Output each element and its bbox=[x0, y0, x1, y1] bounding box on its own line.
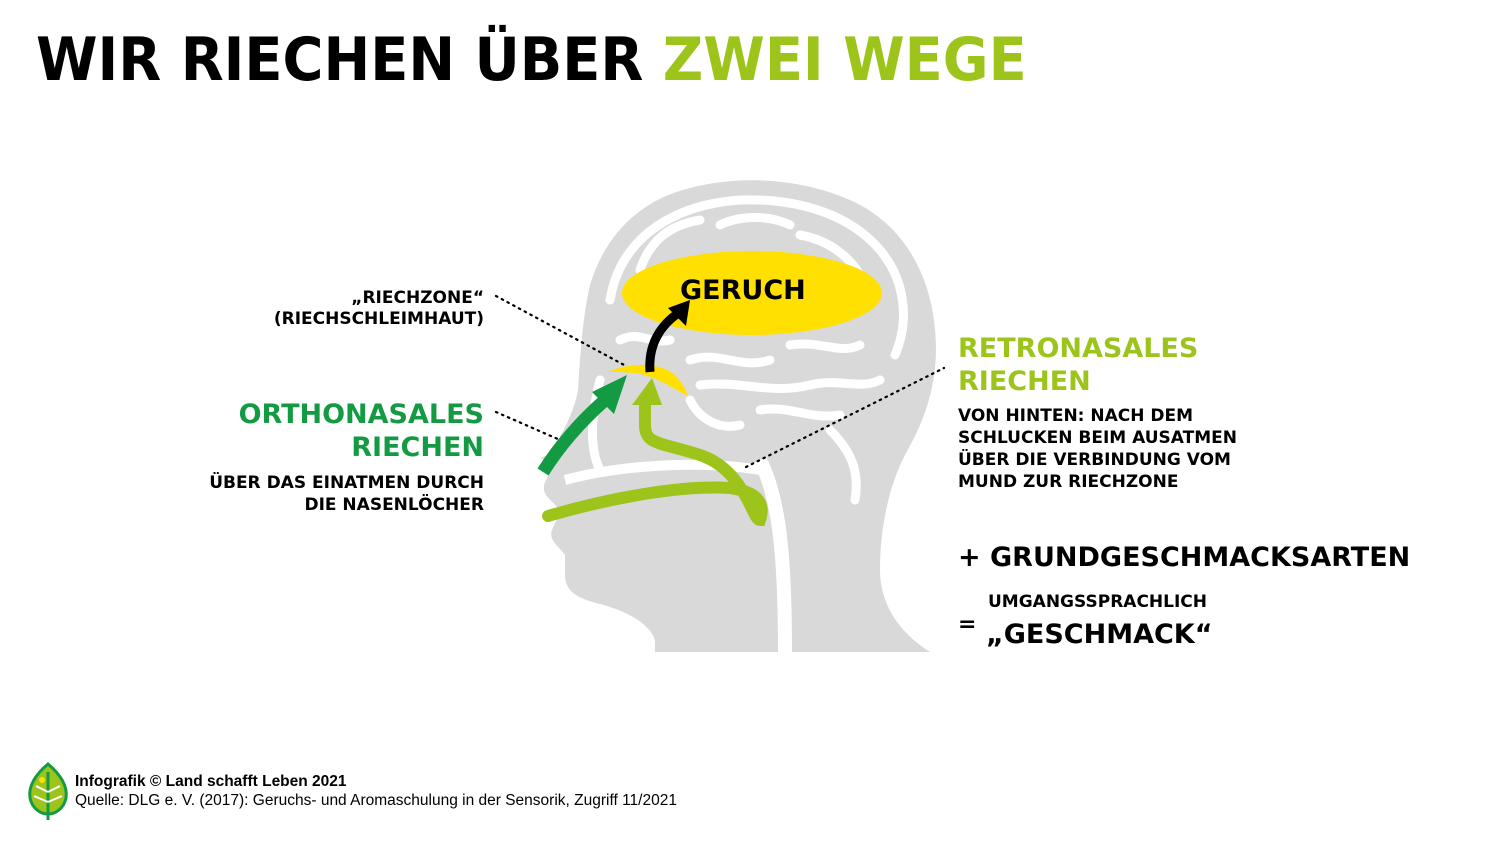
retronasal-path bbox=[542, 394, 768, 527]
geruch-label: GERUCH bbox=[680, 275, 806, 306]
umgangssprachlich-label: UMGANGSSPRACHLICH bbox=[988, 592, 1208, 612]
retronasal-desc-line1: VON HINTEN: NACH DEM bbox=[958, 406, 1194, 426]
retronasal-desc-line3: ÜBER DIE VERBINDUNG VOM bbox=[958, 450, 1231, 470]
riechzone-shape bbox=[608, 364, 688, 396]
footer-credit: Infografik © Land schafft Leben 2021 bbox=[75, 773, 347, 790]
retronasal-desc-line4: MUND ZUR RIECHZONE bbox=[958, 472, 1179, 492]
retronasal-description: VON HINTEN: NACH DEM SCHLUCKEN BEIM AUSA… bbox=[958, 405, 1237, 493]
retronasal-title-line1: RETRONASALES bbox=[958, 333, 1199, 364]
title-accent: ZWEI WEGE bbox=[662, 25, 1027, 95]
riechzone-line2: (RIECHSCHLEIMHAUT) bbox=[273, 309, 484, 329]
orthonasal-desc-line1: ÜBER DAS EINATMEN DURCH bbox=[209, 473, 484, 493]
retronasal-title-line2: RIECHEN bbox=[958, 366, 1091, 397]
orthonasal-desc-line2: DIE NASENLÖCHER bbox=[304, 495, 484, 515]
footer-source: Quelle: DLG e. V. (2017): Geruchs- und A… bbox=[75, 792, 677, 809]
page-title: WIR RIECHEN ÜBER ZWEI WEGE bbox=[36, 30, 1027, 90]
leaf-logo-icon bbox=[28, 762, 68, 820]
orthonasal-title: ORTHONASALES RIECHEN bbox=[150, 398, 484, 464]
orthonasal-title-line1: ORTHONASALES bbox=[238, 399, 484, 430]
grundgeschmacksarten-label: + GRUNDGESCHMACKSARTEN bbox=[958, 542, 1411, 573]
retronasal-title: RETRONASALES RIECHEN bbox=[958, 332, 1198, 398]
riechzone-label: „RIECHZONE“ (RIECHSCHLEIMHAUT) bbox=[200, 288, 484, 330]
footer: Infografik © Land schafft Leben 2021 Que… bbox=[75, 772, 677, 810]
equals-sign: = bbox=[958, 612, 977, 637]
riechzone-line1: „RIECHZONE“ bbox=[351, 288, 484, 308]
title-main: WIR RIECHEN ÜBER bbox=[36, 25, 644, 95]
black-arrow bbox=[645, 308, 683, 373]
orthonasal-description: ÜBER DAS EINATMEN DURCH DIE NASENLÖCHER bbox=[150, 472, 484, 516]
orthonasal-title-line2: RIECHEN bbox=[351, 432, 484, 463]
retronasal-desc-line2: SCHLUCKEN BEIM AUSATMEN bbox=[958, 428, 1237, 448]
orthonasal-arrow bbox=[537, 395, 610, 476]
geschmack-label: „GESCHMACK“ bbox=[986, 619, 1213, 650]
